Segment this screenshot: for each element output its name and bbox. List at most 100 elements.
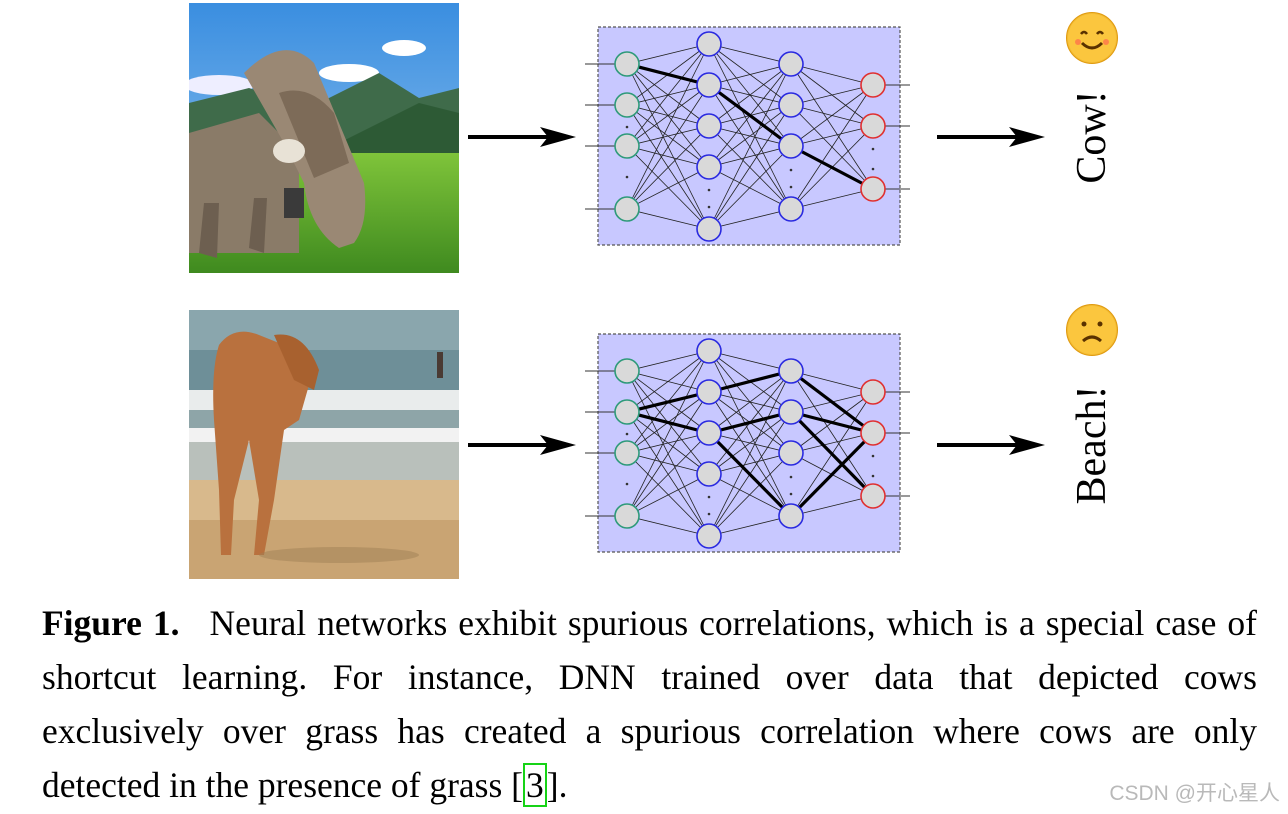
strong-connection-edge xyxy=(626,410,710,435)
arrow-to-network-top xyxy=(468,127,576,147)
connection-edge xyxy=(708,452,792,475)
ellipsis-dot xyxy=(625,175,629,179)
network-node xyxy=(614,196,640,222)
connection-edge xyxy=(708,208,792,230)
network-node xyxy=(696,338,722,364)
network-node xyxy=(860,72,886,98)
network-node xyxy=(696,216,722,242)
prediction-text-beach: Beach! xyxy=(1069,385,1115,505)
connection-edge xyxy=(790,84,874,210)
ellipsis-dot xyxy=(871,167,875,171)
sad-face-icon xyxy=(1066,304,1118,356)
connection-edge xyxy=(790,84,874,106)
connection-edge xyxy=(626,350,710,372)
network-node xyxy=(696,379,722,405)
figure-caption: Figure 1.Neural networks exhibit spuriou… xyxy=(42,596,1257,812)
connection-edge xyxy=(790,495,874,517)
ellipsis-dot xyxy=(707,512,711,516)
network-node xyxy=(614,92,640,118)
network-node xyxy=(614,440,640,466)
connection-edge xyxy=(626,208,710,230)
network-node xyxy=(860,113,886,139)
strong-connection-edge xyxy=(626,62,710,87)
connection-edge xyxy=(790,63,874,190)
connection-edge xyxy=(790,63,874,86)
arrow-to-prediction-bottom xyxy=(937,435,1045,455)
ellipsis-dot xyxy=(871,147,875,151)
connection-edge xyxy=(626,391,710,517)
ellipsis-dot xyxy=(707,205,711,209)
ellipsis-dot xyxy=(625,482,629,486)
connection-edge xyxy=(626,43,710,210)
ellipsis-dot xyxy=(871,454,875,458)
watermark: CSDN @开心星人 xyxy=(1109,782,1280,805)
network-node xyxy=(778,358,804,384)
network-node xyxy=(614,51,640,77)
strong-connection-edge xyxy=(708,83,792,148)
connection-edge xyxy=(626,43,710,65)
connection-edge xyxy=(626,84,710,147)
strong-connection-edge xyxy=(708,410,792,435)
strong-connection-edge xyxy=(626,390,710,414)
cow-on-beach-image xyxy=(189,310,459,579)
connection-edge xyxy=(626,84,710,210)
network-node xyxy=(696,154,722,180)
connection-edge xyxy=(626,166,710,210)
network-node xyxy=(696,461,722,487)
ellipsis-dot xyxy=(789,475,793,479)
network-node xyxy=(778,196,804,222)
connection-edge xyxy=(708,145,792,230)
connection-edge xyxy=(626,145,710,168)
network-node xyxy=(614,133,640,159)
connection-edge xyxy=(626,473,710,517)
connection-edge xyxy=(626,432,710,517)
network-node xyxy=(614,399,640,425)
connection-edge xyxy=(708,104,792,168)
ellipsis-dot xyxy=(789,492,793,496)
connection-edge xyxy=(708,515,792,537)
network-node xyxy=(696,113,722,139)
prediction-text-cow: Cow! xyxy=(1069,90,1115,184)
connection-edge xyxy=(626,452,710,475)
network-node xyxy=(860,379,886,405)
ellipsis-dot xyxy=(871,474,875,478)
figure-label: Figure 1. xyxy=(42,603,180,643)
ellipsis-dot xyxy=(789,168,793,172)
connection-edge xyxy=(626,145,710,230)
connection-edge xyxy=(708,63,792,127)
network-node xyxy=(860,483,886,509)
arrow-to-network-bottom xyxy=(468,435,576,455)
ellipsis-dot xyxy=(625,125,629,129)
strong-connection-edge xyxy=(707,431,793,518)
ellipsis-dot xyxy=(789,185,793,189)
connection-edge xyxy=(790,84,874,147)
connection-edge xyxy=(626,125,710,210)
strong-connection-edge xyxy=(790,144,874,191)
network-node xyxy=(614,358,640,384)
arrow-to-prediction-top xyxy=(937,127,1045,147)
network-node xyxy=(778,133,804,159)
citation-link[interactable]: 3 xyxy=(523,763,547,807)
connection-edge xyxy=(790,125,874,147)
network-node xyxy=(778,440,804,466)
connection-edge xyxy=(626,350,710,413)
connection-edge xyxy=(626,432,710,454)
cow-on-grass-image xyxy=(189,3,459,273)
connection-edge xyxy=(708,370,792,434)
network-node xyxy=(696,420,722,446)
neural-network-diagram-top xyxy=(585,26,910,246)
neural-network-diagram-bottom xyxy=(585,333,910,553)
network-node xyxy=(860,420,886,446)
connection-edge xyxy=(708,43,792,210)
caption-text: Neural networks exhibit spurious correla… xyxy=(42,603,1257,805)
strong-connection-edge xyxy=(789,410,875,498)
connection-edge xyxy=(790,370,874,497)
connection-edge xyxy=(626,515,710,537)
connection-edge xyxy=(708,145,792,168)
connection-edge xyxy=(708,350,792,372)
network-node xyxy=(778,51,804,77)
connection-edge xyxy=(790,370,874,393)
caption-text-end: ]. xyxy=(546,765,568,805)
network-node xyxy=(778,503,804,529)
network-node xyxy=(778,399,804,425)
